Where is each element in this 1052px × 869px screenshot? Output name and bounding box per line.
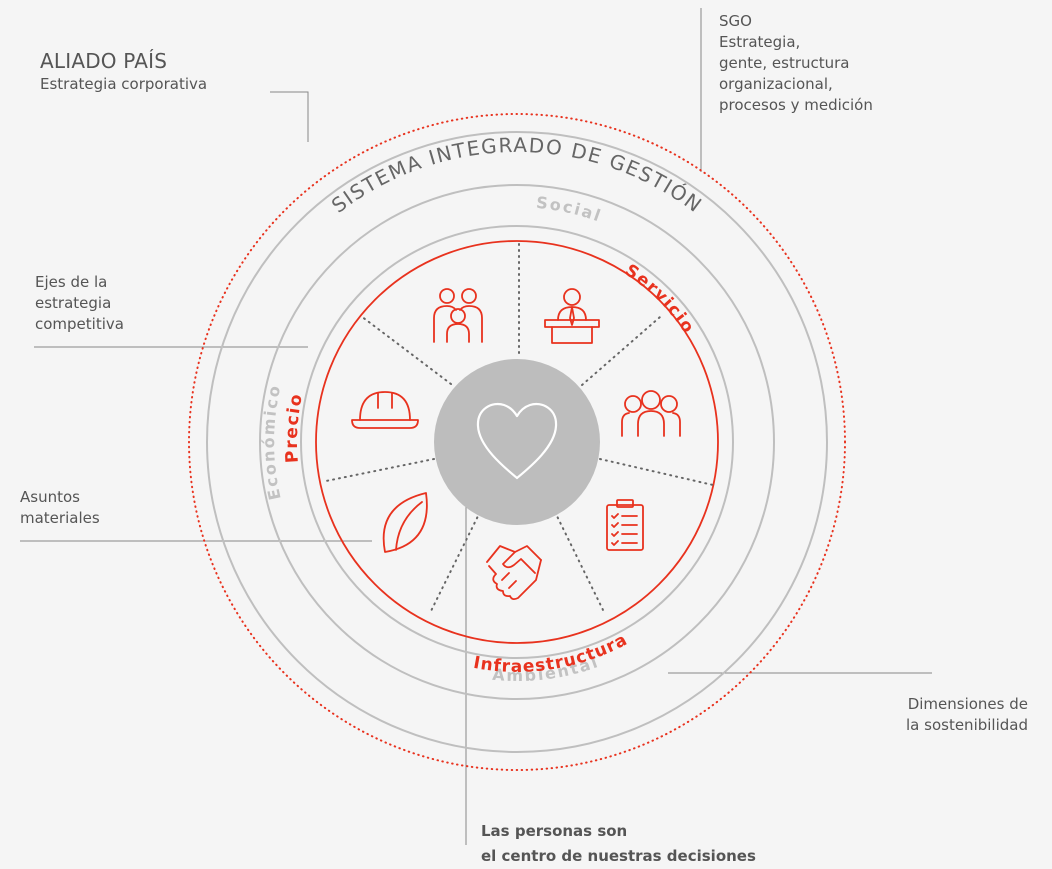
- sgo-line: Estrategia,: [719, 33, 801, 51]
- team-icon: [621, 390, 681, 437]
- label-asuntos: Asuntos materiales: [20, 487, 100, 529]
- family-icon: [433, 288, 483, 343]
- personas-line: Las personas son: [481, 822, 628, 840]
- label-dimensiones: Dimensiones de la sostenibilidad: [906, 694, 1028, 736]
- aliado-subtitle: Estrategia corporativa: [40, 75, 208, 93]
- ring-social: [259, 184, 775, 700]
- sgo-line: gente, estructura: [719, 54, 850, 72]
- spokes: [325, 242, 714, 614]
- asuntos-line: materiales: [20, 509, 100, 527]
- dimensiones-line: Dimensiones de: [907, 695, 1028, 713]
- label-ejes: Ejes de la estrategia competitiva: [35, 272, 124, 335]
- leader-lines: [20, 8, 932, 845]
- ring-label-sistema: SISTEMA INTEGRADO DE GESTIÓN: [327, 133, 707, 218]
- leaf-icon: [382, 492, 428, 553]
- heart-icon: [476, 402, 558, 480]
- label-sgo: SGO Estrategia, gente, estructura organi…: [719, 11, 873, 116]
- label-personas: Las personas son el centro de nuestras d…: [481, 819, 756, 869]
- center-circle: [434, 359, 600, 525]
- ejes-line: estrategia: [35, 294, 112, 312]
- sgo-line: procesos y medición: [719, 96, 873, 114]
- ring-sistema: [206, 131, 828, 753]
- aliado-title: ALIADO PAÍS: [40, 49, 168, 73]
- ring-sostenibilidad-inner: [300, 225, 734, 659]
- ejes-line: Ejes de la: [35, 273, 108, 291]
- handshake-icon: [486, 545, 542, 601]
- sgo-line: SGO: [719, 12, 752, 30]
- checklist-icon: [606, 499, 644, 551]
- ring-label-precio: Precio: [282, 391, 307, 463]
- dimensiones-line: la sostenibilidad: [906, 716, 1028, 734]
- sgo-line: organizacional,: [719, 75, 833, 93]
- ring-label-servicio: Servicio: [621, 260, 698, 337]
- ring-label-economico: Económico: [259, 382, 285, 502]
- speaker-podium-icon: [544, 288, 600, 344]
- ejes-line: competitiva: [35, 315, 124, 333]
- ring-label-infraestructura: Infraestructura: [472, 630, 631, 677]
- leader-aliado: [270, 91, 309, 142]
- label-aliado-pais: ALIADO PAÍS Estrategia corporativa: [40, 48, 207, 95]
- asuntos-line: Asuntos: [20, 488, 80, 506]
- personas-line: el centro de nuestras decisiones: [481, 847, 756, 865]
- hard-hat-icon: [351, 391, 419, 429]
- ring-ejes: [315, 240, 719, 644]
- outer-dotted-ring: [188, 113, 846, 771]
